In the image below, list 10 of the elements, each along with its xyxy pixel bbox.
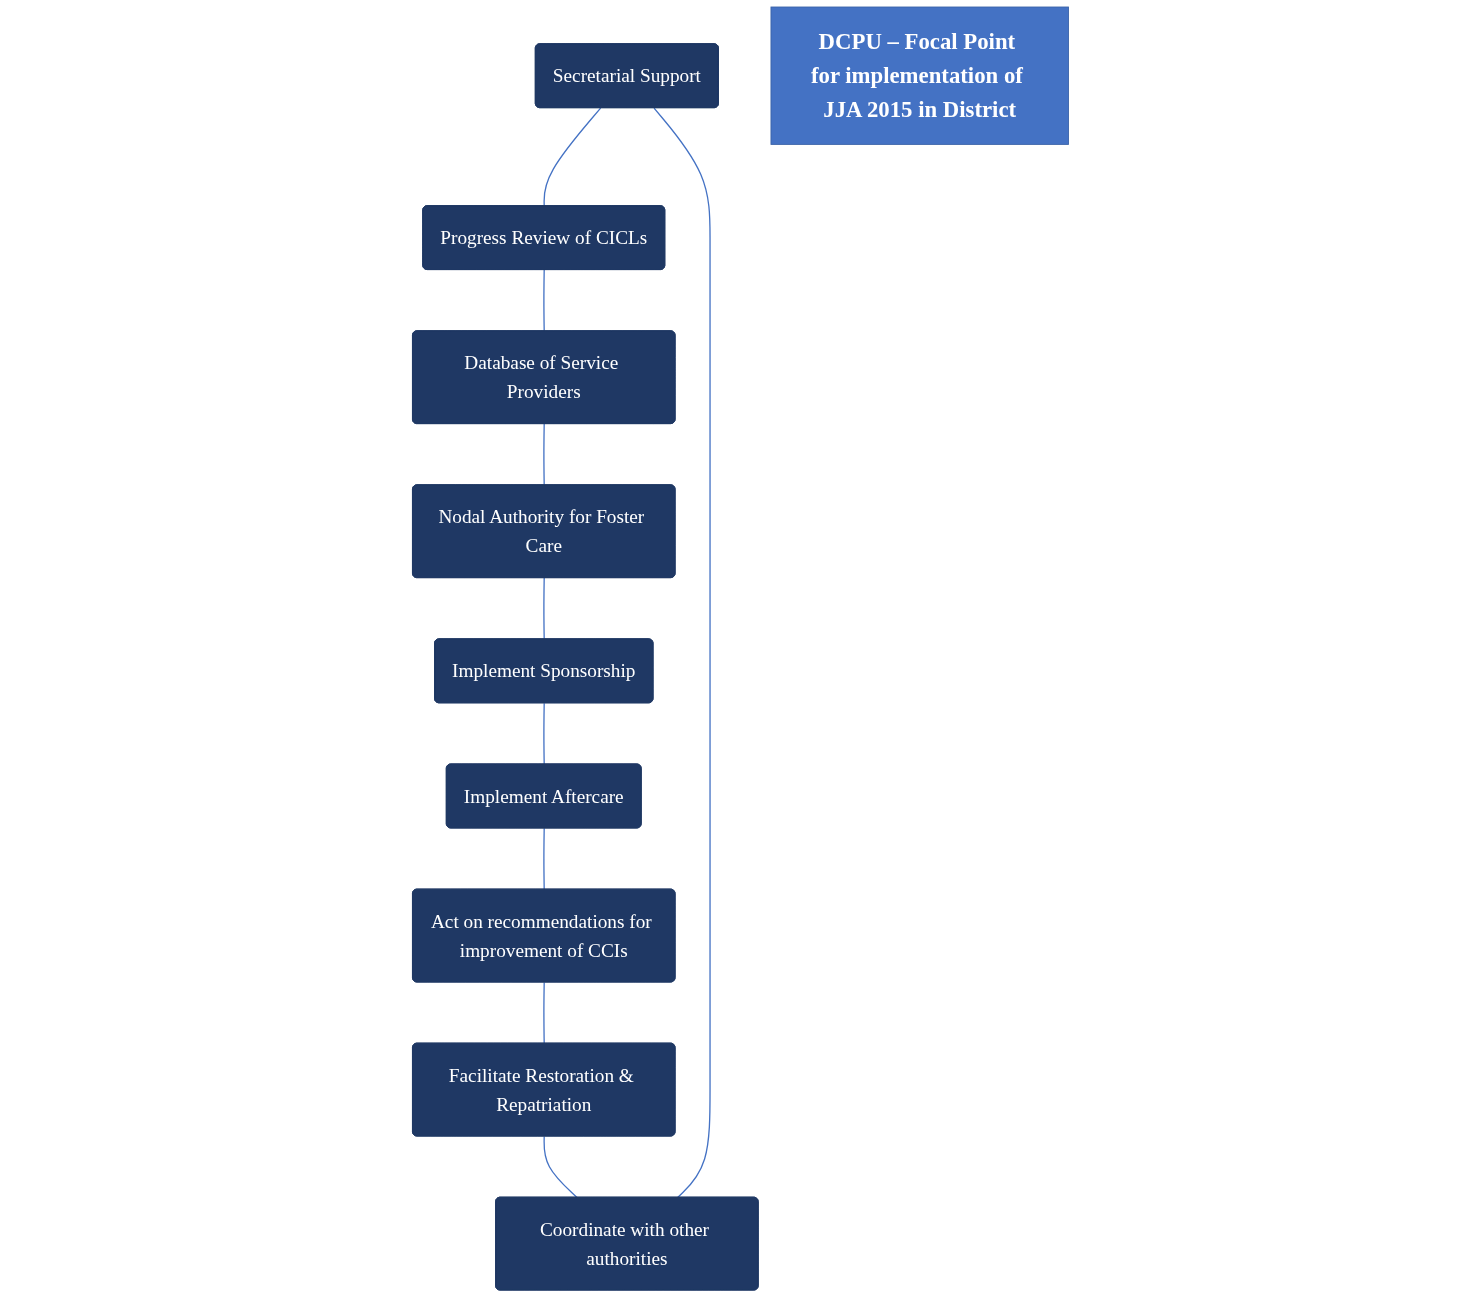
connector bbox=[543, 107, 602, 207]
connector bbox=[543, 981, 545, 1045]
connector bbox=[543, 702, 545, 766]
connector bbox=[543, 1135, 578, 1199]
connector bbox=[543, 827, 545, 891]
connector bbox=[543, 577, 545, 640]
node-box: DCPU – Focal Point for implementation of JJA 2015 in District bbox=[770, 6, 1069, 145]
connector bbox=[653, 107, 711, 1199]
connector bbox=[543, 423, 545, 486]
connector bbox=[543, 269, 545, 332]
